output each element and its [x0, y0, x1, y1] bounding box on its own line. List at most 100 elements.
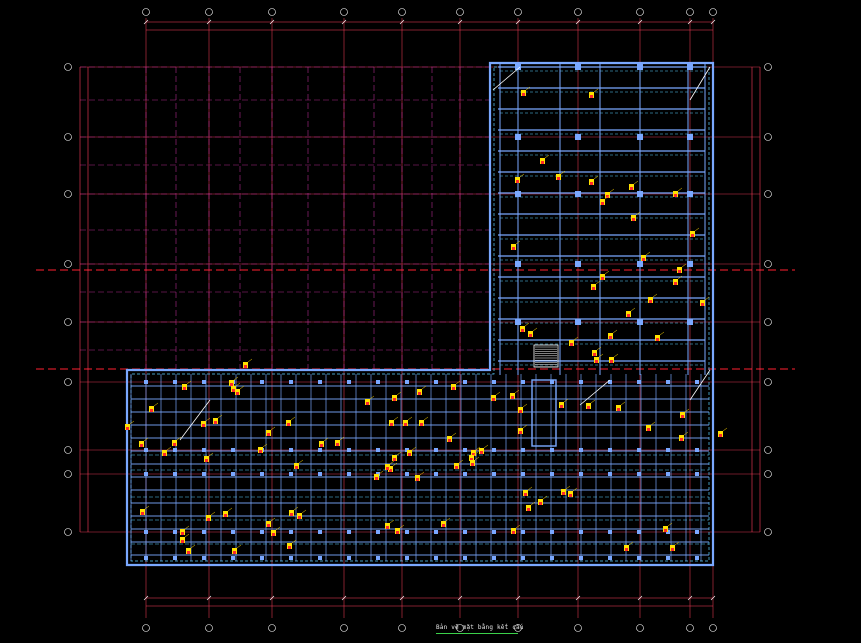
column-tag-leader	[659, 331, 665, 336]
column	[550, 380, 554, 384]
column-tag	[385, 519, 395, 529]
column-tag-leader	[630, 307, 636, 312]
column-tag	[471, 446, 481, 456]
column-tag-red	[448, 439, 451, 442]
column-tag-leader	[399, 524, 405, 529]
column	[637, 530, 641, 534]
column-tag-red	[592, 287, 595, 290]
column-tag	[700, 296, 710, 306]
column	[575, 319, 581, 325]
column-tag-leader	[532, 327, 538, 332]
column-tag-red	[207, 518, 210, 521]
column-tag-red	[595, 360, 598, 363]
column	[637, 380, 641, 384]
grid-bubble-right	[764, 260, 772, 268]
column	[405, 530, 409, 534]
column	[666, 448, 670, 452]
column-tag-red	[516, 180, 519, 183]
column-tag	[125, 420, 135, 430]
column	[289, 448, 293, 452]
column-tag	[172, 436, 182, 446]
column-tag-red	[472, 453, 475, 456]
column-tag	[266, 426, 276, 436]
dim-tick	[687, 19, 693, 25]
column-tag	[140, 505, 150, 515]
column-tag	[470, 456, 480, 466]
column-tag-red	[590, 182, 593, 185]
dim-tick	[457, 19, 463, 25]
column	[318, 448, 322, 452]
column-tag-leader	[205, 417, 211, 422]
column-tag	[469, 451, 479, 461]
column-tag-leader	[542, 495, 548, 500]
column-tag-red	[593, 353, 596, 356]
column	[550, 448, 554, 452]
column-tag-red	[511, 396, 514, 399]
column-tag-leader	[515, 240, 521, 245]
column	[173, 472, 177, 476]
column	[492, 530, 496, 534]
column-tag-red	[214, 421, 217, 424]
column-tag-red	[610, 360, 613, 363]
column-tag	[594, 353, 604, 363]
column-tag-leader	[633, 180, 639, 185]
column-tag-red	[320, 444, 323, 447]
column	[289, 530, 293, 534]
column-tag-red	[163, 453, 166, 456]
column-tag-red	[420, 423, 423, 426]
column-tag-leader	[393, 416, 399, 421]
grid-bubble-bottom	[268, 624, 276, 632]
grid-bubble-right	[764, 378, 772, 386]
column-tag	[540, 154, 550, 164]
column-tag-red	[287, 423, 290, 426]
grid-bubble-top	[268, 8, 276, 16]
column-tag-leader	[423, 416, 429, 421]
grid-bubble-bottom	[686, 624, 694, 632]
column-tag-red	[674, 282, 677, 285]
column-tag-leader	[525, 86, 531, 91]
column-tag-red	[393, 398, 396, 401]
dim-tick	[143, 19, 149, 25]
column-tag	[447, 432, 457, 442]
diagonal-brace	[689, 66, 711, 101]
column-tag-red	[674, 194, 677, 197]
column	[521, 472, 525, 476]
building-outline-inner	[130, 66, 710, 562]
column	[231, 472, 235, 476]
grid-bubble-right	[764, 446, 772, 454]
column-tag-red	[647, 428, 650, 431]
column-tag-leader	[514, 389, 520, 394]
column-tag-leader	[474, 456, 480, 461]
column-tag-red	[521, 329, 524, 332]
column-tag-red	[408, 453, 411, 456]
column-tag	[608, 329, 618, 339]
column-tag-leader	[392, 462, 398, 467]
column	[347, 530, 351, 534]
column	[550, 556, 554, 560]
column-tag	[491, 391, 501, 401]
column	[376, 530, 380, 534]
column	[434, 448, 438, 452]
column-tag	[655, 331, 665, 341]
column	[550, 472, 554, 476]
grid-bubble-left	[64, 378, 72, 386]
column-tag-red	[519, 431, 522, 434]
column-tag-leader	[595, 280, 601, 285]
column-tag	[629, 180, 639, 190]
column	[202, 448, 206, 452]
column-tag	[392, 391, 402, 401]
column-tag-red	[396, 531, 399, 534]
column-tag-leader	[635, 211, 641, 216]
column	[434, 556, 438, 560]
column-tag-leader	[593, 175, 599, 180]
column-tag	[518, 403, 528, 413]
column-tag-leader	[612, 329, 618, 334]
column-tag	[162, 446, 172, 456]
column	[492, 448, 496, 452]
column-tag-leader	[262, 443, 268, 448]
column	[550, 530, 554, 534]
column	[144, 448, 148, 452]
column-tag	[289, 506, 299, 516]
grid-bubble-top	[398, 8, 406, 16]
column-tag-leader	[298, 459, 304, 464]
